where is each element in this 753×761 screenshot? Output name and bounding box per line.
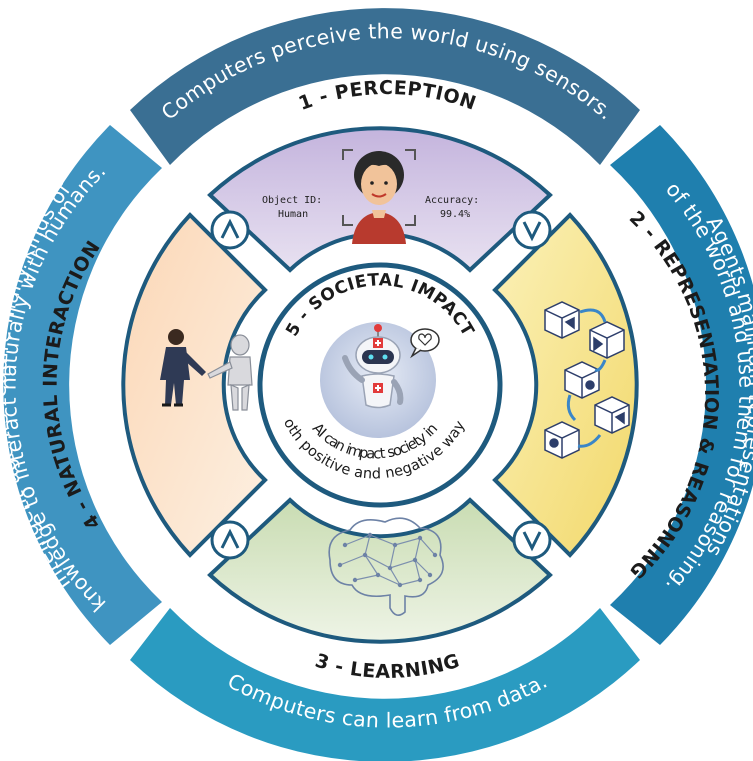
connector-top-right — [512, 210, 552, 250]
accuracy-label: Accuracy: — [425, 195, 479, 206]
cube-icon-3 — [564, 361, 600, 399]
cube-icon-2 — [589, 321, 625, 359]
outer-ring — [3, 8, 753, 761]
connector-top-left — [210, 210, 250, 250]
connector-bottom-right — [512, 520, 552, 560]
perception-illustration: Object ID: Human Accuracy: 99.4% — [262, 149, 479, 244]
handshake-illustration — [160, 329, 253, 411]
robot-icon — [342, 324, 404, 409]
cubes-illustration — [544, 301, 630, 459]
outer-ring-bottom-segment — [130, 608, 640, 761]
speech-bubble-heart-icon — [410, 328, 440, 359]
interaction-panel — [121, 212, 268, 558]
outer-ring-right-segment — [610, 125, 753, 645]
outer-ring-left-segment — [3, 125, 162, 645]
businessman-icon — [160, 329, 206, 407]
face-scan-icon — [342, 149, 416, 244]
cube-icon-1 — [544, 301, 580, 339]
connector-bottom-left — [210, 520, 250, 560]
object-id-label: Object ID: — [262, 195, 322, 206]
object-id-value: Human — [278, 209, 308, 220]
brain-network-icon — [328, 517, 444, 616]
outer-ring-top-segment — [130, 8, 640, 165]
accuracy-value: 99.4% — [440, 209, 470, 220]
cube-icon-4 — [594, 396, 630, 434]
connectors — [210, 210, 552, 560]
curved-arrows-icon — [566, 308, 607, 448]
learning-panel — [207, 497, 553, 644]
robot-figure-icon — [207, 334, 253, 411]
cube-icon-5 — [544, 421, 580, 459]
